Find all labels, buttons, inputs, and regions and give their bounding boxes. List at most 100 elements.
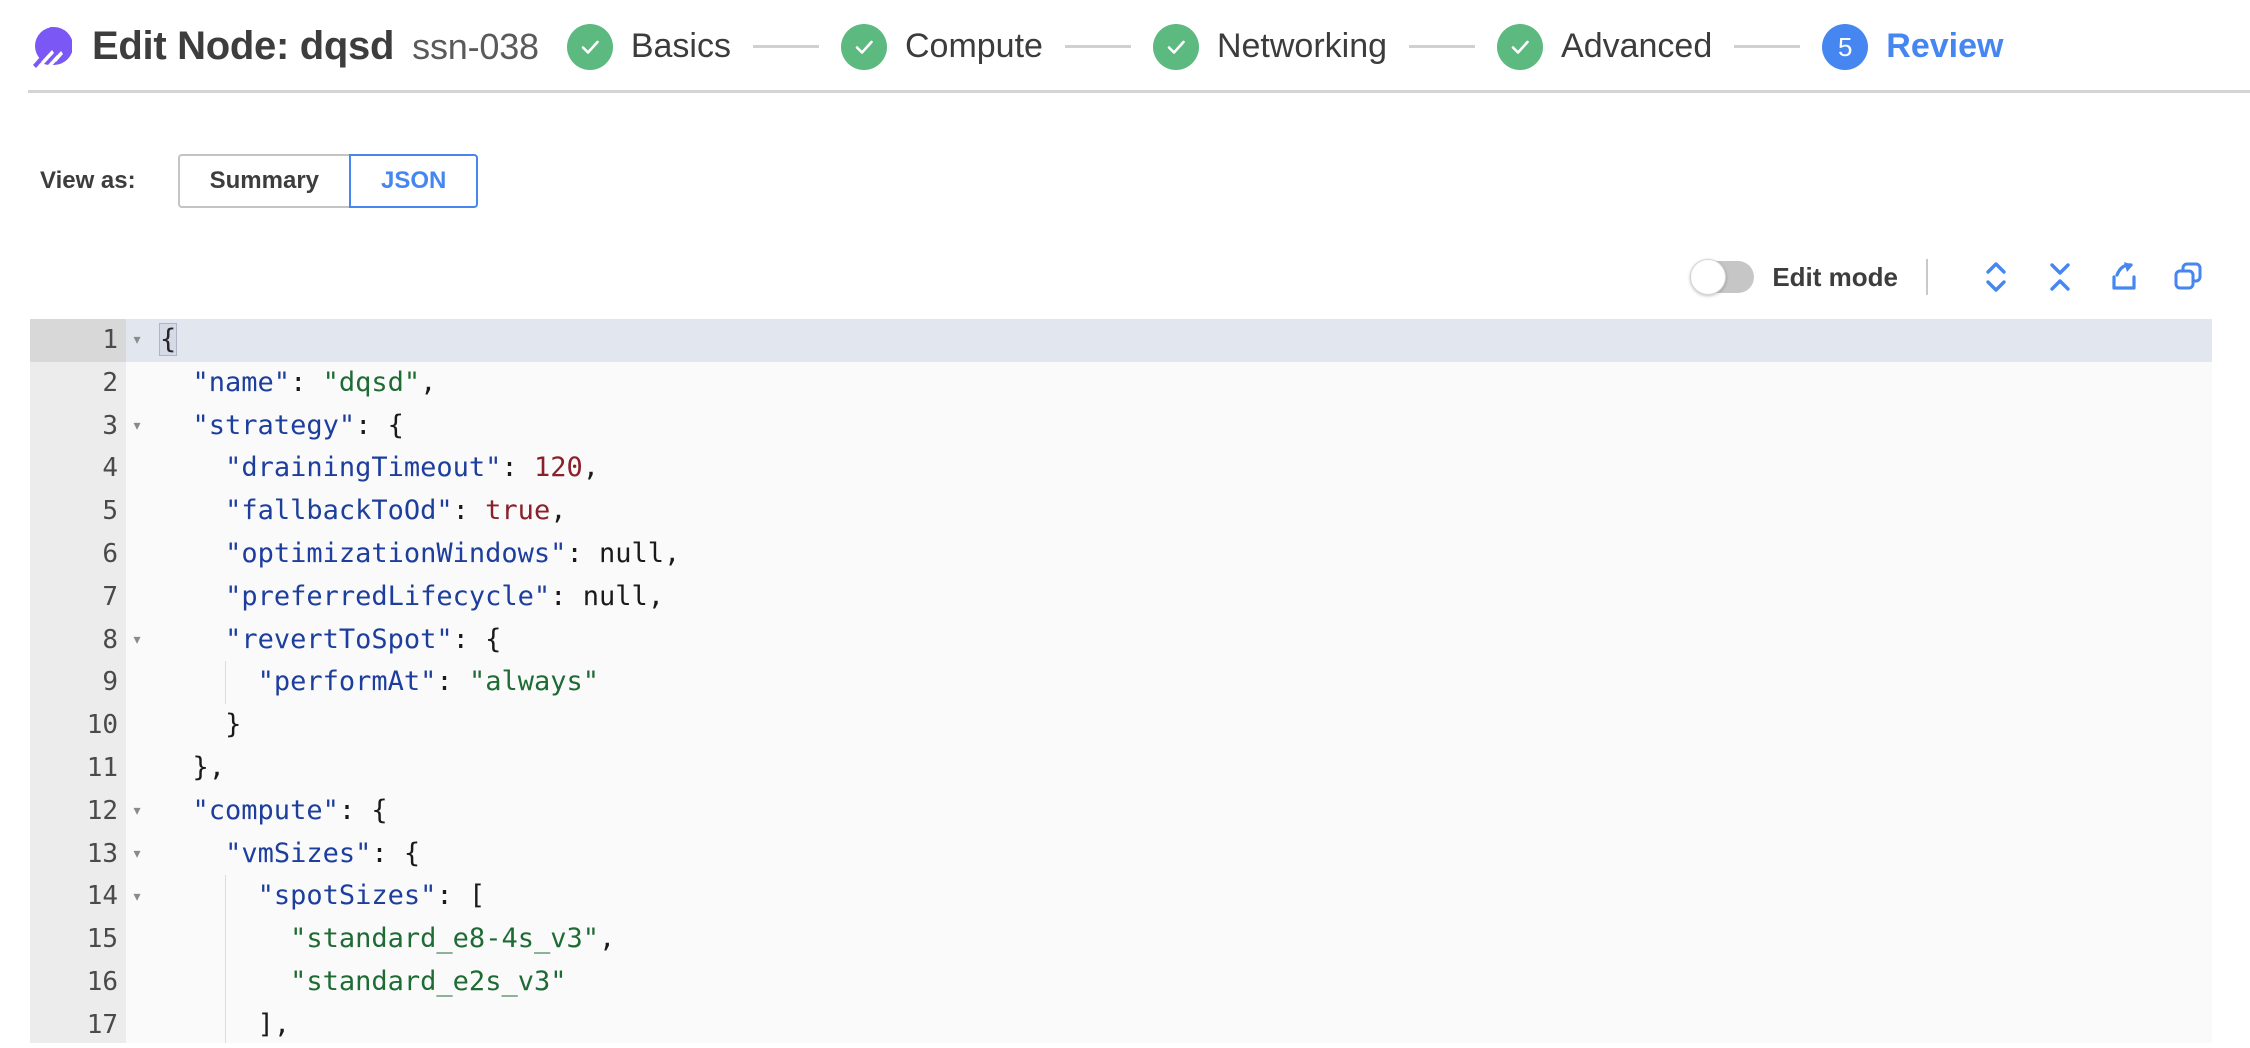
check-icon [581, 40, 599, 54]
line-number: 2 [30, 361, 126, 405]
code-line[interactable]: 6 "optimizationWindows": null, [30, 532, 2212, 576]
toolbar-divider [1926, 259, 1928, 295]
view-as-option-summary[interactable]: Summary [177, 154, 350, 208]
code-line[interactable]: 15 "standard_e8-4s_v3", [30, 918, 2212, 961]
fold-toggle-icon[interactable]: ▾ [131, 414, 143, 436]
step-label-basics: Basics [630, 27, 731, 65]
app-header: Edit Node: dqsd ssn-038 Basics Compute [0, 0, 2250, 93]
line-number: 17 [30, 1003, 126, 1043]
step-networking[interactable]: Networking [1152, 23, 1388, 70]
indent-guide [225, 1003, 226, 1043]
code-text: "standard_e8-4s_v3", [148, 918, 2212, 961]
line-number: 10 [30, 704, 126, 747]
code-line[interactable]: 13▾ "vmSizes": { [30, 832, 2212, 876]
step-basics[interactable]: Basics [566, 23, 731, 70]
line-number: 14 [30, 875, 126, 919]
code-line[interactable]: 12▾ "compute": { [30, 789, 2212, 833]
step-review[interactable]: 5 Review [1822, 23, 2004, 70]
indent-guide [225, 661, 226, 705]
code-text: "revertToSpot": { [225, 623, 502, 655]
code-line[interactable]: 11 }, [30, 746, 2212, 790]
code-text: "vmSizes": { [225, 837, 421, 869]
collapse-all-button[interactable] [2036, 255, 2084, 299]
code-text: "strategy": { [192, 409, 404, 441]
step-compute[interactable]: Compute [840, 23, 1043, 70]
fold-toggle-icon[interactable]: ▾ [131, 329, 143, 351]
code-line[interactable]: 10 } [30, 704, 2212, 747]
editor-toolbar: Edit mode [0, 253, 2250, 301]
spot-logo-icon [28, 24, 73, 70]
line-number: 1 [30, 319, 126, 362]
view-as-row: View as: Summary JSON [0, 153, 2250, 209]
step-label-networking: Networking [1216, 27, 1388, 65]
step-marker-done [840, 23, 887, 70]
code-text: "name": "dqsd", [192, 366, 437, 398]
step-marker-current: 5 [1822, 23, 1869, 70]
share-icon [2112, 262, 2136, 290]
step-marker-done [1152, 23, 1199, 70]
indent-guide [225, 960, 226, 1004]
code-text: { [158, 323, 178, 356]
code-line[interactable]: 7 "preferredLifecycle": null, [30, 575, 2212, 619]
step-connector [752, 45, 819, 48]
code-line[interactable]: 16 "standard_e2s_v3" [30, 960, 2212, 1004]
view-as-segmented-control[interactable]: Summary JSON [177, 154, 479, 208]
page-title: Edit Node: dqsd [92, 24, 395, 68]
view-as-option-json[interactable]: JSON [349, 154, 479, 208]
line-number: 4 [30, 447, 126, 491]
edit-mode-toggle[interactable] [1690, 259, 1755, 295]
check-icon [855, 40, 873, 54]
fold-toggle-icon[interactable]: ▾ [131, 842, 143, 864]
share-button[interactable] [2100, 255, 2148, 299]
fold-toggle-icon[interactable]: ▾ [131, 800, 143, 822]
code-line[interactable]: 14▾ "spotSizes": [ [30, 875, 2212, 919]
step-marker-done [566, 23, 613, 70]
step-label-compute: Compute [904, 27, 1043, 65]
step-advanced[interactable]: Advanced [1497, 23, 1713, 70]
step-number: 5 [1838, 31, 1853, 62]
code-line[interactable]: 4 "drainingTimeout": 120, [30, 447, 2212, 491]
line-number: 15 [30, 918, 126, 961]
wizard-stepper: Basics Compute Networking [566, 23, 2250, 70]
code-line[interactable]: 17 ], [30, 1003, 2212, 1043]
line-number: 11 [30, 746, 126, 790]
line-number: 12 [30, 789, 126, 833]
code-text: }, [192, 751, 226, 783]
step-marker-done [1497, 23, 1544, 70]
line-number: 16 [30, 960, 126, 1004]
copy-icon [2174, 262, 2202, 290]
code-text: } [225, 709, 242, 741]
code-text: "fallbackToOd": true, [225, 495, 567, 527]
header-title-group: Edit Node: dqsd ssn-038 [92, 24, 539, 69]
code-line[interactable]: 8▾ "revertToSpot": { [30, 618, 2212, 662]
toggle-knob [1690, 259, 1727, 295]
code-line[interactable]: 5 "fallbackToOd": true, [30, 490, 2212, 533]
indent-guide [225, 875, 226, 919]
line-number: 9 [30, 661, 126, 705]
code-line[interactable]: 1▾ { [30, 319, 2212, 362]
code-line[interactable]: 9 "performAt": "always" [30, 661, 2212, 705]
code-line[interactable]: 3▾ "strategy": { [30, 404, 2212, 448]
indent-guide [225, 918, 226, 961]
line-number: 6 [30, 532, 126, 576]
step-connector [1064, 45, 1131, 48]
expand-all-icon [1986, 262, 2006, 292]
step-connector [1409, 45, 1476, 48]
fold-toggle-icon[interactable]: ▾ [131, 628, 143, 650]
code-text: "standard_e2s_v3" [148, 960, 2212, 1004]
step-label-advanced: Advanced [1561, 27, 1713, 65]
expand-all-button[interactable] [1972, 255, 2020, 299]
code-line[interactable]: 2 "name": "dqsd", [30, 361, 2212, 405]
copy-button[interactable] [2164, 255, 2212, 299]
code-text: "drainingTimeout": 120, [225, 452, 599, 484]
line-number: 5 [30, 490, 126, 533]
view-as-label: View as: [40, 167, 136, 194]
edit-mode-label: Edit mode [1772, 261, 1898, 292]
fold-toggle-icon[interactable]: ▾ [131, 885, 143, 907]
code-text: "spotSizes": [ [148, 875, 2212, 919]
json-editor[interactable]: 1▾{2 "name": "dqsd",3▾ "strategy": {4 "d… [30, 319, 2212, 1043]
code-text: "preferredLifecycle": null, [225, 580, 664, 612]
collapse-all-icon [2050, 263, 2070, 291]
step-label-review: Review [1886, 27, 2004, 65]
line-number: 7 [30, 575, 126, 619]
